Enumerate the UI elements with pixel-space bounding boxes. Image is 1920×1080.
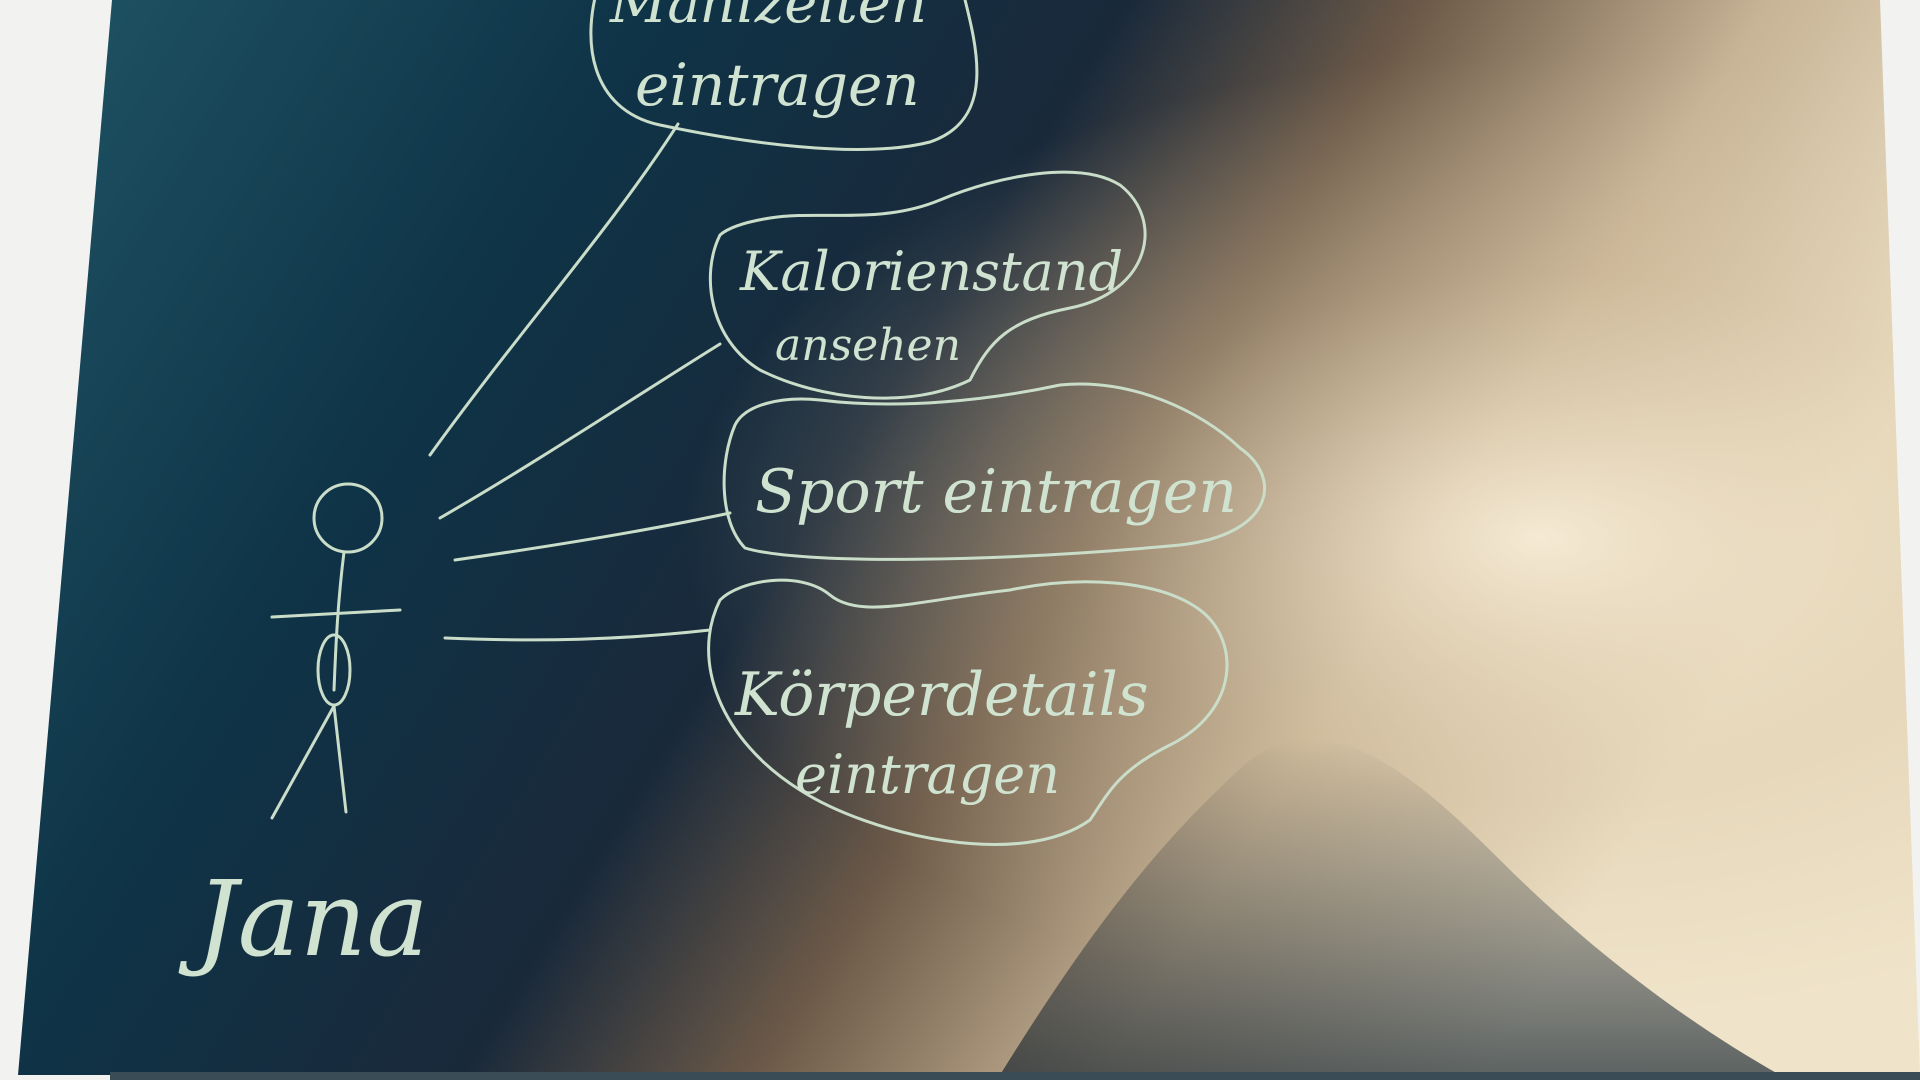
association-line-3	[453, 511, 732, 562]
use-case-1: Mahlzeiten eintragen	[589, 0, 979, 151]
use-case-4-line-1: Körperdetails	[734, 660, 1149, 730]
use-case-2-line-2: ansehen	[775, 320, 961, 371]
association-lines	[428, 122, 732, 642]
use-case-2: Kalorienstand ansehen	[708, 170, 1147, 400]
association-line-2	[438, 342, 722, 520]
use-case-1-line-2: eintragen	[635, 51, 920, 119]
use-case-4-line-2: eintragen	[795, 743, 1060, 806]
actor-name: Jana	[178, 858, 429, 980]
use-case-3: Sport eintragen	[722, 382, 1266, 561]
use-case-1-line-1: Mahlzeiten	[609, 0, 927, 36]
association-line-1	[428, 122, 680, 457]
board-surface	[18, 0, 1920, 1080]
use-case-2-line-1: Kalorienstand	[739, 240, 1123, 303]
actor-stick-figure	[270, 482, 402, 820]
use-case-4: Körperdetails eintragen	[707, 578, 1229, 846]
use-case-3-label: Sport eintragen	[755, 457, 1237, 527]
association-line-4	[443, 628, 712, 642]
